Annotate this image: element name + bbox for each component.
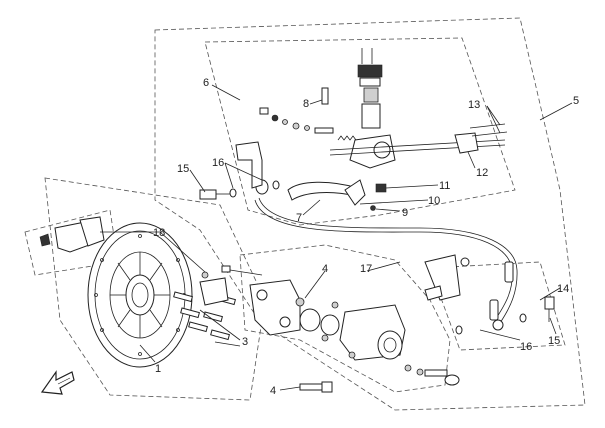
brake-pads bbox=[39, 216, 105, 253]
callout-labels: 1 3 4 4 5 6 7 8 9 10 11 12 13 14 15 15 1… bbox=[153, 77, 579, 397]
hose-bracket-plate bbox=[424, 254, 470, 301]
callout-3: 3 bbox=[242, 336, 248, 348]
callout-8: 8 bbox=[303, 98, 309, 110]
callout-16-lower: 16 bbox=[520, 341, 532, 353]
pad-pins bbox=[201, 265, 263, 347]
callout-5: 5 bbox=[573, 95, 579, 107]
callout-9: 9 bbox=[402, 207, 408, 219]
callout-13: 13 bbox=[468, 99, 480, 111]
callout-15-lower: 15 bbox=[548, 335, 560, 347]
callout-7: 7 bbox=[296, 212, 302, 224]
caliper-bracket bbox=[199, 277, 301, 336]
callout-11: 11 bbox=[439, 180, 450, 192]
leader-lines bbox=[100, 84, 573, 391]
group-outlines bbox=[24, 17, 586, 411]
brake-hose bbox=[254, 197, 518, 331]
caliper-mount-bolt bbox=[299, 381, 333, 393]
front-direction-arrow-icon bbox=[40, 370, 75, 395]
lower-banjo-bolt bbox=[455, 296, 555, 335]
disc-group-outline bbox=[44, 177, 266, 401]
callout-17: 17 bbox=[360, 263, 372, 275]
outer-group-outline bbox=[154, 17, 586, 411]
callout-14: 14 bbox=[557, 283, 569, 295]
callout-4: 4 bbox=[322, 263, 328, 275]
upper-banjo-bolt bbox=[199, 141, 280, 200]
callout-18: 18 bbox=[153, 227, 165, 239]
callout-16-upper: 16 bbox=[212, 157, 224, 169]
caliper bbox=[295, 297, 460, 386]
callout-1: 1 bbox=[155, 363, 161, 375]
master-cylinder bbox=[259, 48, 508, 211]
caliper-group-outline bbox=[239, 244, 451, 393]
callout-15-upper: 15 bbox=[177, 163, 189, 175]
callout-6: 6 bbox=[203, 77, 209, 89]
callout-12: 12 bbox=[476, 167, 488, 179]
brake-disc bbox=[87, 222, 193, 368]
callout-4-bottom: 4 bbox=[270, 385, 276, 397]
callout-10: 10 bbox=[428, 195, 440, 207]
hose-group-outline bbox=[429, 261, 566, 351]
master-cylinder-group-outline bbox=[204, 37, 516, 226]
